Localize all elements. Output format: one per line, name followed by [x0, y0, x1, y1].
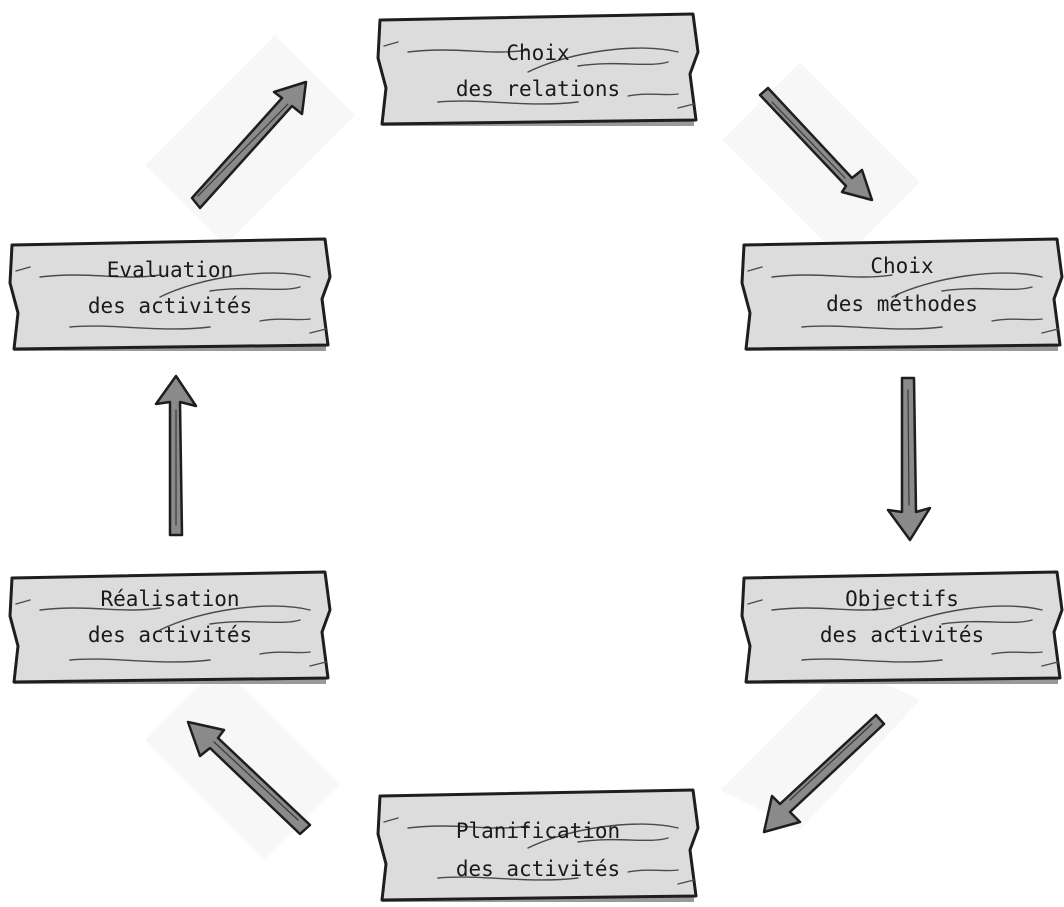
- plank-realisation-activites: Réalisation des activités: [8, 570, 332, 684]
- plank-label-line1: Réalisation: [100, 587, 239, 611]
- plank-planification-activites: Planification des activités: [376, 788, 700, 902]
- arrow-evaluation-to-relations: [145, 35, 355, 245]
- plank-label-line1: Objectifs: [845, 587, 959, 611]
- arrow-layer: [145, 35, 932, 860]
- plank-label-line1: Planification: [456, 819, 620, 843]
- plank-label-line2: des activités: [820, 623, 984, 647]
- plank-choix-methodes: Choix des méthodes: [740, 237, 1064, 351]
- plank-objectifs-activites: Objectifs des activités: [740, 570, 1064, 684]
- arrow-planification-to-realisation: [145, 665, 340, 860]
- plank-label-line1: Choix: [506, 41, 569, 65]
- plank-choix-relations: Choix des relations: [376, 12, 700, 126]
- arrow-methodes-to-objectifs: [886, 376, 932, 542]
- plank-label-line2: des activités: [88, 623, 252, 647]
- plank-label-line1: Evaluation: [107, 258, 233, 282]
- plank-layer: Choix des relations Choix des méthodes O…: [8, 12, 1064, 902]
- arrow-objectifs-to-planification: [720, 665, 920, 834]
- plank-label-line2: des activités: [456, 857, 620, 881]
- plank-label-line1: Choix: [870, 254, 933, 278]
- arrow-realisation-to-evaluation: [154, 374, 198, 537]
- plank-label-line2: des méthodes: [826, 292, 978, 316]
- plank-evaluation-activites: Evaluation des activités: [8, 237, 332, 351]
- plank-label-line2: des activités: [88, 294, 252, 318]
- arrow-relations-to-methodes: [722, 62, 920, 260]
- plank-label-line2: des relations: [456, 77, 620, 101]
